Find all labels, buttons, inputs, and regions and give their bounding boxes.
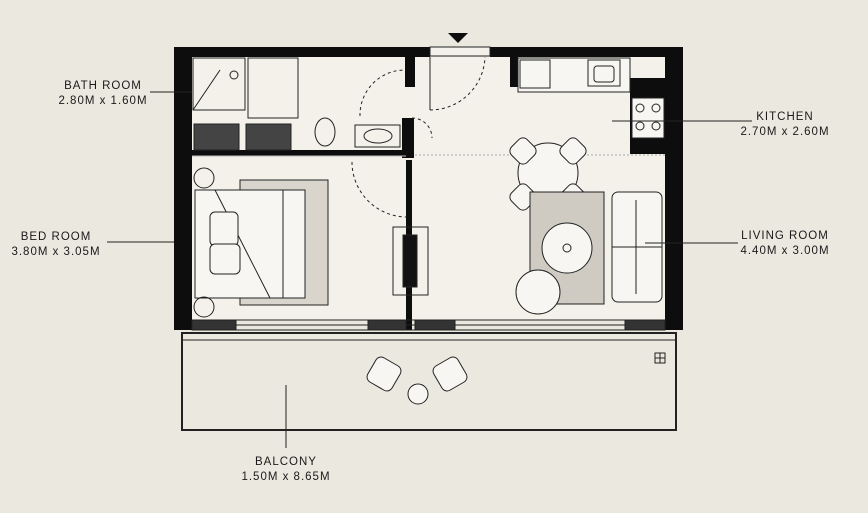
living-furniture <box>509 137 663 315</box>
entrance-arrow-icon <box>448 33 468 43</box>
bathroom-fixtures <box>192 57 433 151</box>
living-room-name: LIVING ROOM <box>741 230 829 242</box>
bathroom-label: BATH ROOM 2.80M x 1.60M <box>48 79 158 109</box>
balcony-label: BALCONY 1.50M x 8.65M <box>230 455 342 485</box>
balcony-size: 1.50M x 8.65M <box>241 471 331 483</box>
kitchen-size: 2.70M x 2.60M <box>740 126 830 138</box>
bedroom-name: BED ROOM <box>20 231 92 243</box>
bathroom-size: 2.80M x 1.60M <box>58 95 148 107</box>
balcony <box>181 332 677 431</box>
bedroom-furniture <box>192 155 429 318</box>
bedroom-size: 3.80M x 3.05M <box>11 246 101 258</box>
kitchen-fixtures <box>415 57 665 156</box>
living-room-size: 4.40M x 3.00M <box>740 245 830 257</box>
balcony-name: BALCONY <box>255 456 317 468</box>
living-room-label: LIVING ROOM 4.40M x 3.00M <box>730 229 840 259</box>
kitchen-name: KITCHEN <box>756 111 814 123</box>
bedroom-label: BED ROOM 3.80M x 3.05M <box>0 230 112 260</box>
windows <box>191 319 666 331</box>
leader-lines <box>107 91 752 448</box>
entrance-door <box>429 46 491 111</box>
kitchen-label: KITCHEN 2.70M x 2.60M <box>730 110 840 140</box>
bathroom-name: BATH ROOM <box>64 80 142 92</box>
